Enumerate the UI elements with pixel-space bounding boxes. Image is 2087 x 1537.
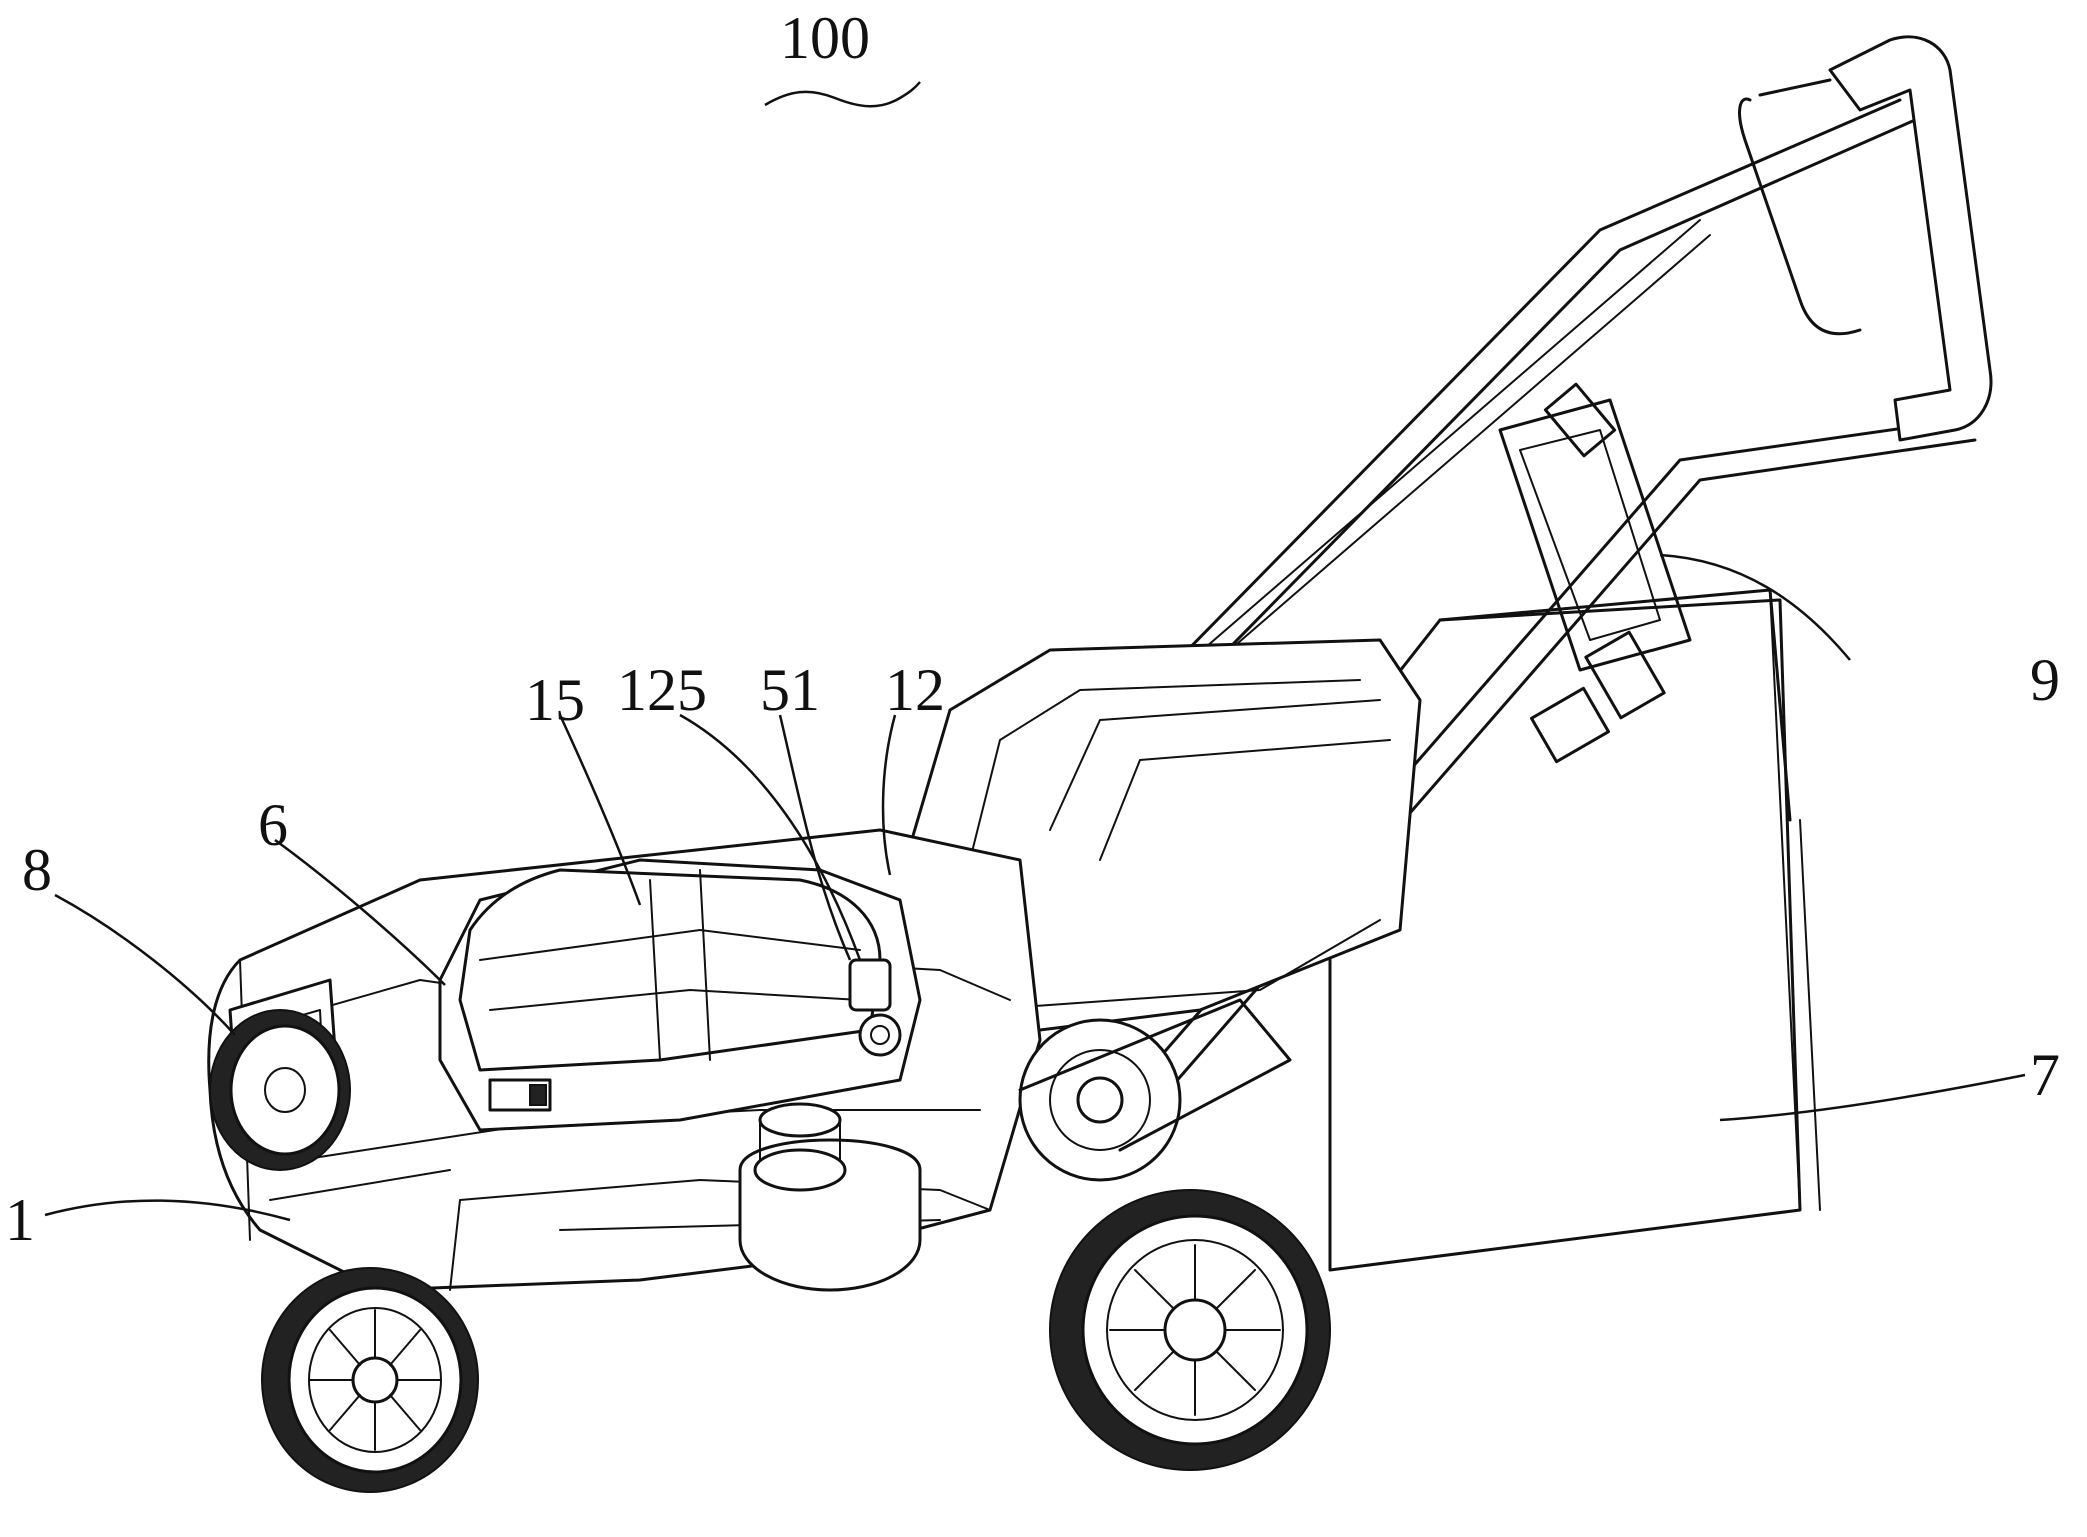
- assembly-reference: 100: [764, 5, 921, 108]
- label-100: 100: [780, 5, 870, 71]
- leader-15: [558, 714, 642, 906]
- label-9: 9: [2030, 647, 2060, 713]
- leader-125: [679, 713, 862, 961]
- wheel-front-right: [1049, 1189, 1331, 1471]
- leader-8: [54, 893, 236, 1036]
- leader-9: [1659, 553, 1851, 661]
- wheel-rear-left: [209, 1009, 351, 1171]
- label-15: 15: [525, 667, 585, 733]
- label-6: 6: [258, 792, 288, 858]
- leader-12: [881, 714, 897, 876]
- leader-7: [1719, 1073, 2026, 1122]
- callout-labels: 8 6 15 125 51 12 9 7 1: [5, 647, 2060, 1253]
- grass-bag: [1328, 588, 1821, 1272]
- label-7: 7: [2030, 1042, 2060, 1108]
- leader-1: [44, 1199, 291, 1222]
- handle-assembly: [1058, 35, 1993, 1102]
- leader-51: [778, 714, 852, 961]
- squiggle-underline: [764, 81, 921, 108]
- wheel-rear-right: [1018, 998, 1292, 1182]
- battery-pack: [438, 858, 922, 1132]
- wheel-front-left: [261, 1267, 479, 1493]
- label-8: 8: [22, 837, 52, 903]
- label-125: 125: [617, 657, 707, 723]
- label-51: 51: [760, 657, 820, 723]
- callout-leaders: [44, 553, 2026, 1222]
- label-12: 12: [885, 657, 945, 723]
- control-panel: [848, 958, 902, 1057]
- label-1: 1: [5, 1187, 35, 1253]
- leader-6: [274, 838, 446, 986]
